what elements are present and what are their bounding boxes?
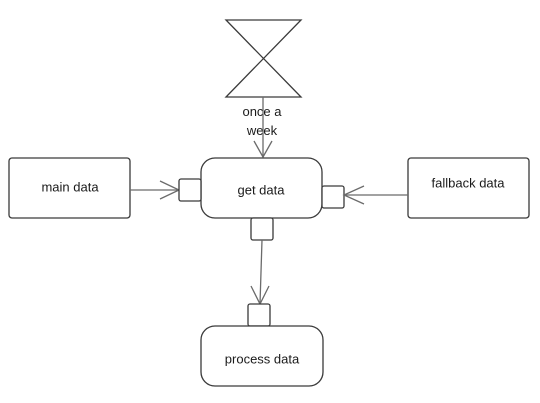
time-event-hourglass[interactable] (224, 19, 303, 98)
node-process-data-label: process data (225, 351, 300, 366)
node-fallback-data-label: fallback data (432, 175, 506, 190)
node-fallback-data[interactable] (407, 157, 530, 219)
input-pin-left[interactable] (178, 178, 202, 202)
node-main-data[interactable] (8, 157, 131, 219)
input-pin-process[interactable] (247, 303, 271, 327)
node-get-data-label: get data (238, 182, 286, 197)
timer-label-line2: week (246, 123, 278, 138)
output-pin-bottom[interactable] (250, 217, 274, 241)
arrowhead-timer (253, 140, 273, 159)
hourglass-icon (224, 19, 303, 98)
arrowhead-fallback (342, 185, 365, 205)
node-main-data-label: main data (41, 179, 99, 194)
edge-get-to-process-data (259, 239, 263, 305)
node-process-data[interactable] (200, 325, 324, 387)
input-pin-right[interactable] (321, 185, 345, 209)
